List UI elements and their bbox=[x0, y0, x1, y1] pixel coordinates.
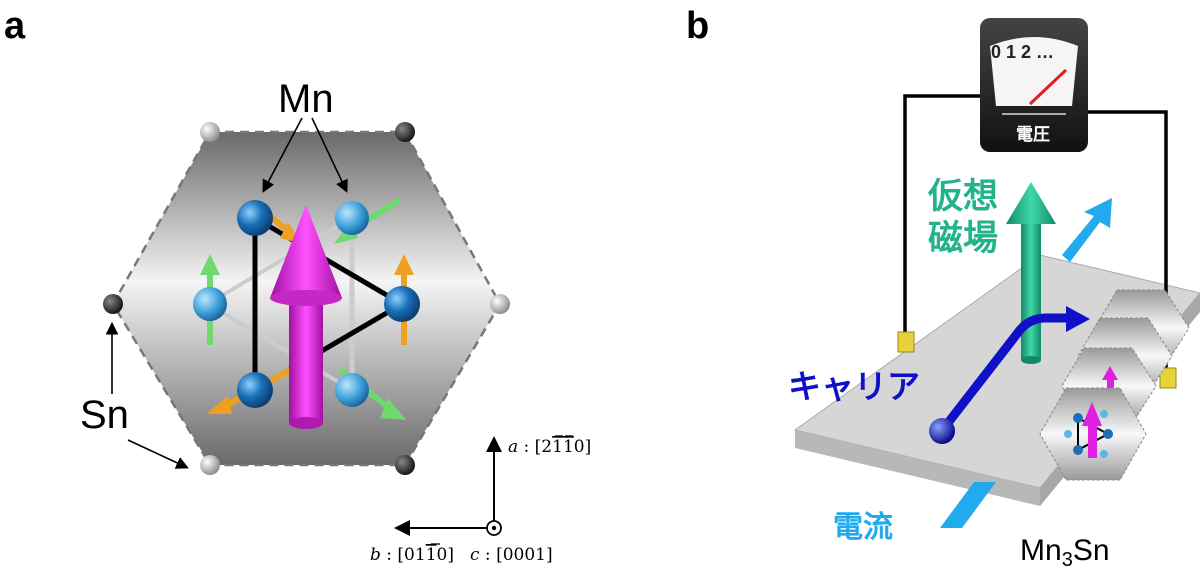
material-label: Mn3Sn bbox=[1020, 534, 1110, 571]
voltmeter-wires bbox=[903, 94, 1168, 372]
crystal-stack bbox=[1039, 289, 1190, 481]
crystal-axes bbox=[394, 436, 502, 536]
mn-pointer-arrows bbox=[262, 117, 348, 193]
sn-pointer-arrows bbox=[105, 321, 189, 469]
carrier-label: キャリア bbox=[788, 368, 920, 405]
panel-b-label: b bbox=[686, 5, 709, 47]
back-triangle bbox=[206, 216, 355, 392]
meter-label: 電圧 bbox=[1016, 125, 1050, 144]
overline-marks bbox=[431, 435, 573, 545]
virtual-field-label-2: 磁場 bbox=[928, 219, 998, 258]
meter-scale: 0 1 2 … bbox=[991, 42, 1054, 62]
sn-atoms bbox=[103, 122, 510, 475]
mn-label: Mn bbox=[278, 77, 334, 121]
magnetization-arrow bbox=[270, 205, 342, 429]
electrical-contacts bbox=[897, 331, 1177, 389]
virtual-field-label-1: 仮想 bbox=[927, 177, 998, 216]
c-axis-label: c : [0001] bbox=[470, 545, 553, 565]
current-label: 電流 bbox=[833, 511, 893, 544]
sn-label: Sn bbox=[80, 393, 129, 437]
a-axis-label: a : [2110] bbox=[508, 437, 591, 457]
carrier-path bbox=[929, 306, 1090, 444]
panel-a-label: a bbox=[4, 5, 26, 47]
voltmeter bbox=[980, 18, 1088, 152]
mn-atoms bbox=[193, 200, 420, 408]
b-axis-label: b : [0110] bbox=[370, 545, 454, 565]
current-arrows bbox=[940, 198, 1112, 528]
